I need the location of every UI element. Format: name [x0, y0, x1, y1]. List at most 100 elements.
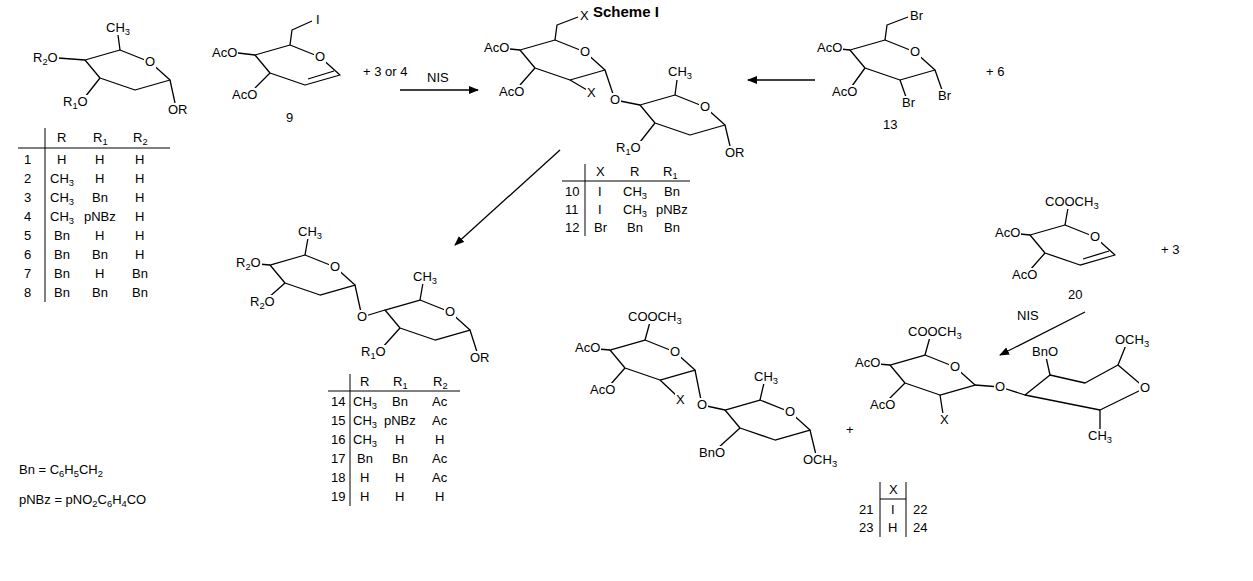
table-cell: Bn [356, 452, 374, 466]
subscript: 1 [102, 137, 107, 147]
table-cell: 22 [912, 503, 928, 517]
table-cell: Bn [91, 286, 109, 300]
table-cell: 12 [564, 221, 580, 235]
table-cell: H [94, 172, 105, 186]
atom-label: Br [937, 89, 952, 103]
atom-label: AcO [854, 356, 881, 370]
atom-label: OCH3 [1114, 333, 1150, 347]
reaction-arrow [400, 89, 478, 90]
atom-label: Br [909, 9, 924, 23]
atom-label: CH3 [297, 225, 323, 239]
atom-label: AcO [483, 41, 510, 55]
table-cell: 1 [23, 153, 32, 167]
table-cell: 15 [330, 414, 346, 428]
table-cell: Ac [431, 471, 448, 485]
atom-label: AcO [574, 341, 601, 355]
table-cell: R [359, 375, 370, 389]
table-cell: H [434, 490, 445, 504]
atom-label: R1O [360, 345, 387, 359]
table-cell: 7 [23, 267, 32, 281]
table-cell: pNBz [655, 203, 689, 217]
table-cell: R1 [92, 131, 109, 145]
table-rules [18, 128, 906, 537]
table-cell: R1 [392, 375, 409, 389]
subscript: 3 [69, 178, 74, 188]
subscript: 3 [69, 197, 74, 207]
table-cell: R [629, 165, 640, 179]
atom-label: R1O [62, 95, 89, 109]
plus-sign: + [845, 423, 855, 437]
atom-label: CH3 [667, 65, 693, 79]
subscript: 2 [142, 137, 147, 147]
table-cell: Bn [626, 221, 644, 235]
scheme-title: Scheme I [593, 3, 659, 20]
table-cell: X [595, 165, 606, 179]
table-cell: Bn [131, 267, 149, 281]
subscript: 2 [442, 381, 447, 391]
atom-label: O [444, 305, 456, 319]
subscript: 2 [42, 57, 47, 67]
atom-label: Br [901, 96, 916, 110]
subscript: 1 [370, 351, 375, 361]
table-cell: CH3 [352, 433, 378, 447]
table-cell: 3 [23, 191, 32, 205]
atom-label: CH3 [105, 21, 131, 35]
table-cell: 18 [330, 471, 346, 485]
atom-label: O [1139, 381, 1151, 395]
atom-label: OR [167, 103, 189, 117]
table-cell: I [890, 503, 896, 517]
atom-label: I [315, 13, 321, 27]
subscript: 3 [773, 376, 778, 386]
table-cell: H [887, 521, 898, 535]
atom-label: CH3 [1087, 429, 1113, 443]
table-cell: Br [593, 221, 608, 235]
table-cell: H [394, 490, 405, 504]
subscript: 1 [625, 147, 630, 157]
table-cell: I [597, 203, 603, 217]
subscript: 3 [1144, 339, 1149, 349]
atom-label: O [144, 55, 156, 69]
table-cell: 17 [330, 452, 346, 466]
table-cell: H [94, 267, 105, 281]
table-cell: H [394, 471, 405, 485]
subscript: 1 [402, 381, 407, 391]
atom-label: X [586, 86, 597, 100]
compound-number: 13 [882, 118, 898, 132]
table-cell: Bn [53, 229, 71, 243]
atom-label: AcO [869, 398, 896, 412]
subscript: 2 [92, 499, 97, 509]
subscript: 3 [1093, 201, 1098, 211]
atom-label: O [699, 100, 711, 114]
atom-label: O [609, 93, 621, 107]
table-cell: R2 [132, 131, 149, 145]
note-text: pNBz = pNO2C6H4CO [18, 493, 147, 507]
table-cell: CH3 [49, 172, 75, 186]
atom-label: R2O [32, 51, 59, 65]
reagent-text: + 6 [985, 65, 1005, 79]
atom-label: COOCH3 [907, 325, 963, 339]
atom-label: X [939, 413, 950, 427]
atom-label: AcO [831, 85, 858, 99]
reaction-arrow [748, 79, 815, 80]
atom-label: X [579, 9, 590, 23]
atom-label: OR [469, 351, 491, 365]
table-cell: Ac [431, 395, 448, 409]
table-cell: CH3 [622, 185, 648, 199]
subscript: 3 [372, 420, 377, 430]
table-cell: R1 [662, 165, 679, 179]
atom-label: R1O [615, 141, 642, 155]
table-cell: 11 [564, 203, 580, 217]
atom-label: O [696, 398, 708, 412]
table-cell: Bn [91, 191, 109, 205]
subscript: 3 [1107, 435, 1112, 445]
table-cell: H [134, 191, 145, 205]
atom-label: O [784, 405, 796, 419]
reagent-text: NIS [1016, 309, 1040, 323]
table-cell: H [134, 210, 145, 224]
table-cell: R [56, 131, 67, 145]
atom-label: AcO [231, 88, 258, 102]
subscript: 3 [676, 316, 681, 326]
atom-label: BnO [698, 446, 726, 460]
